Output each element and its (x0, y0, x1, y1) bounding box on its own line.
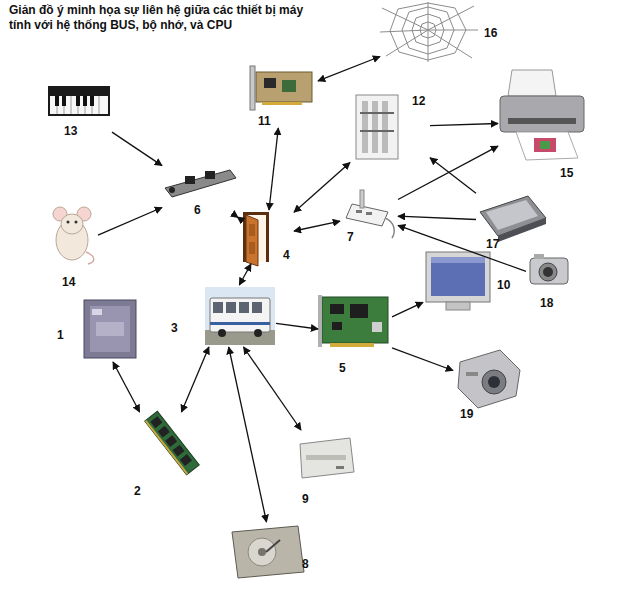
device-node: 14 (48, 203, 98, 289)
connector-arrow (398, 225, 526, 271)
connector-arrow (239, 264, 251, 285)
network-card (250, 66, 312, 110)
projector (458, 350, 520, 408)
connector-arrow (294, 163, 350, 213)
device-node: 7 (340, 185, 398, 245)
device-node: 10 (423, 250, 515, 312)
callout-number: 11 (258, 114, 271, 128)
device-node: 13 (46, 82, 112, 138)
device-node: 18 (526, 250, 574, 310)
callout-number: 18 (540, 296, 553, 310)
keyboard-picture (48, 86, 110, 116)
connector-arrow (392, 302, 423, 316)
callout-number: 19 (460, 407, 473, 421)
callout-number: 16 (484, 26, 497, 40)
callout-number: 5 (339, 361, 346, 375)
connector-arrow (430, 124, 498, 126)
callout-number: 9 (302, 492, 309, 506)
connector-arrow (229, 347, 267, 522)
connector-arrow (398, 216, 476, 219)
connector-arrow (237, 216, 239, 218)
cpu-chip (84, 300, 136, 358)
device-node: 3 (168, 285, 276, 347)
connector-arrow (98, 208, 162, 236)
callout-number: 2 (134, 484, 141, 498)
callout-number: 15 (560, 166, 573, 180)
device-node: 4 (238, 210, 294, 264)
callout-number: 1 (57, 328, 64, 342)
device-node: 6 (162, 165, 238, 217)
callout-number: 12 (412, 94, 425, 108)
cd-drive (300, 438, 354, 478)
camera (530, 254, 568, 284)
callout-number: 17 (486, 237, 499, 251)
callout-number: 14 (62, 275, 75, 289)
connector-arrow (182, 347, 209, 412)
device-node: 15 (498, 66, 588, 178)
input-port-device (165, 170, 236, 197)
callout-number: 10 (497, 278, 510, 292)
device-node: 9 (296, 430, 358, 505)
device-node: 11 (246, 62, 318, 128)
device-node: 5 (318, 293, 392, 375)
scanner (480, 196, 546, 242)
spider-web (380, 2, 478, 62)
expansion-card (318, 295, 388, 347)
connector-arrow (398, 146, 498, 199)
device-node: 2 (130, 412, 196, 500)
connector-arrow (244, 347, 302, 430)
hard-disk (232, 526, 304, 578)
device-node: 1 (55, 298, 137, 362)
connector-arrow (276, 323, 318, 329)
connector-arrow (294, 221, 340, 231)
callout-number: 4 (283, 248, 290, 262)
device-node: 12 (350, 90, 430, 164)
callout-number: 8 (302, 557, 309, 571)
connector-arrow (113, 362, 140, 412)
connector-arrow (392, 348, 453, 371)
callout-number: 3 (171, 321, 178, 335)
device-node: 16 (380, 2, 500, 64)
bus-picture (205, 287, 275, 345)
device-node: 8 (228, 522, 318, 582)
connector-arrow (318, 57, 380, 81)
diagram-title: Giản đồ ý minh họa sự liên hệ giữa các t… (9, 3, 309, 33)
ram-module (145, 411, 199, 474)
callout-number: 6 (194, 203, 201, 217)
door-picture (243, 212, 269, 266)
device-node: 17 (476, 192, 548, 250)
device-node: 19 (453, 346, 523, 421)
connector-arrow (430, 158, 476, 194)
port-connector (356, 95, 398, 159)
printer (500, 70, 584, 160)
callout-number: 13 (64, 124, 77, 138)
callout-number: 7 (347, 230, 354, 244)
monitor (426, 252, 490, 310)
connector-arrow (269, 128, 278, 210)
connector-arrow (112, 132, 162, 166)
mouse-picture (53, 207, 94, 264)
